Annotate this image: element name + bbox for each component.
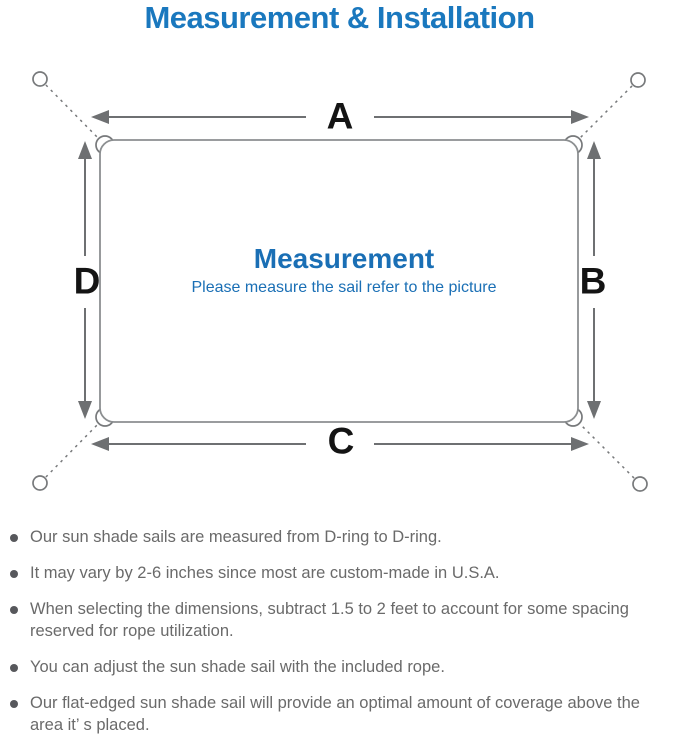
arrowhead-a-left [91, 110, 109, 124]
rope-dashed-line-bottom-left [40, 420, 102, 483]
arrowhead-c-right [571, 437, 589, 451]
diagram-heading: Measurement [253, 243, 435, 274]
note-text: When selecting the dimensions, subtract … [30, 599, 629, 640]
note-item: It may vary by 2-6 inches since most are… [0, 563, 672, 585]
note-text: It may vary by 2-6 inches since most are… [30, 563, 500, 582]
sail-outline [99, 139, 579, 423]
note-item: You can adjust the sun shade sail with t… [0, 657, 672, 679]
dimension-label-c: C [327, 420, 355, 462]
arrowhead-d-down [78, 401, 92, 419]
arrowhead-b-down [587, 401, 601, 419]
diagram-subheading: Please measure the sail refer to the pic… [191, 279, 497, 296]
rope-dashed-line-top-left [40, 79, 102, 142]
bullet-dot-icon [10, 569, 18, 578]
note-text: Our sun shade sails are measured from D-… [30, 528, 442, 546]
page-title: Measurement & Installation [144, 0, 535, 35]
anchor-point-icon-bottom-left [32, 475, 48, 491]
bullet-dot-icon [10, 699, 18, 708]
arrowhead-a-right [571, 110, 589, 124]
note-item: When selecting the dimensions, subtract … [0, 599, 672, 643]
bullet-dot-icon [10, 663, 18, 672]
dimension-label-b: B [579, 260, 607, 302]
note-item: Our flat-edged sun shade sail will provi… [0, 693, 672, 737]
anchor-point-icon-top-left [32, 71, 48, 87]
bullet-dot-icon [10, 534, 18, 542]
dimension-label-a: A [326, 95, 354, 137]
notes-list: Our sun shade sails are measured from D-… [0, 527, 672, 739]
anchor-point-icon-bottom-right [632, 476, 648, 492]
arrowhead-b-up [587, 141, 601, 159]
note-item: Our sun shade sails are measured from D-… [0, 527, 672, 549]
note-text: You can adjust the sun shade sail with t… [30, 657, 445, 676]
rope-dashed-line-bottom-right [576, 420, 640, 484]
arrowhead-c-left [91, 437, 109, 451]
dimension-label-d: D [73, 260, 101, 302]
anchor-point-icon-top-right [630, 72, 646, 88]
note-text: Our flat-edged sun shade sail will provi… [30, 693, 640, 734]
rope-dashed-line-top-right [576, 80, 638, 142]
arrowhead-d-up [78, 141, 92, 159]
bullet-dot-icon [10, 605, 18, 614]
